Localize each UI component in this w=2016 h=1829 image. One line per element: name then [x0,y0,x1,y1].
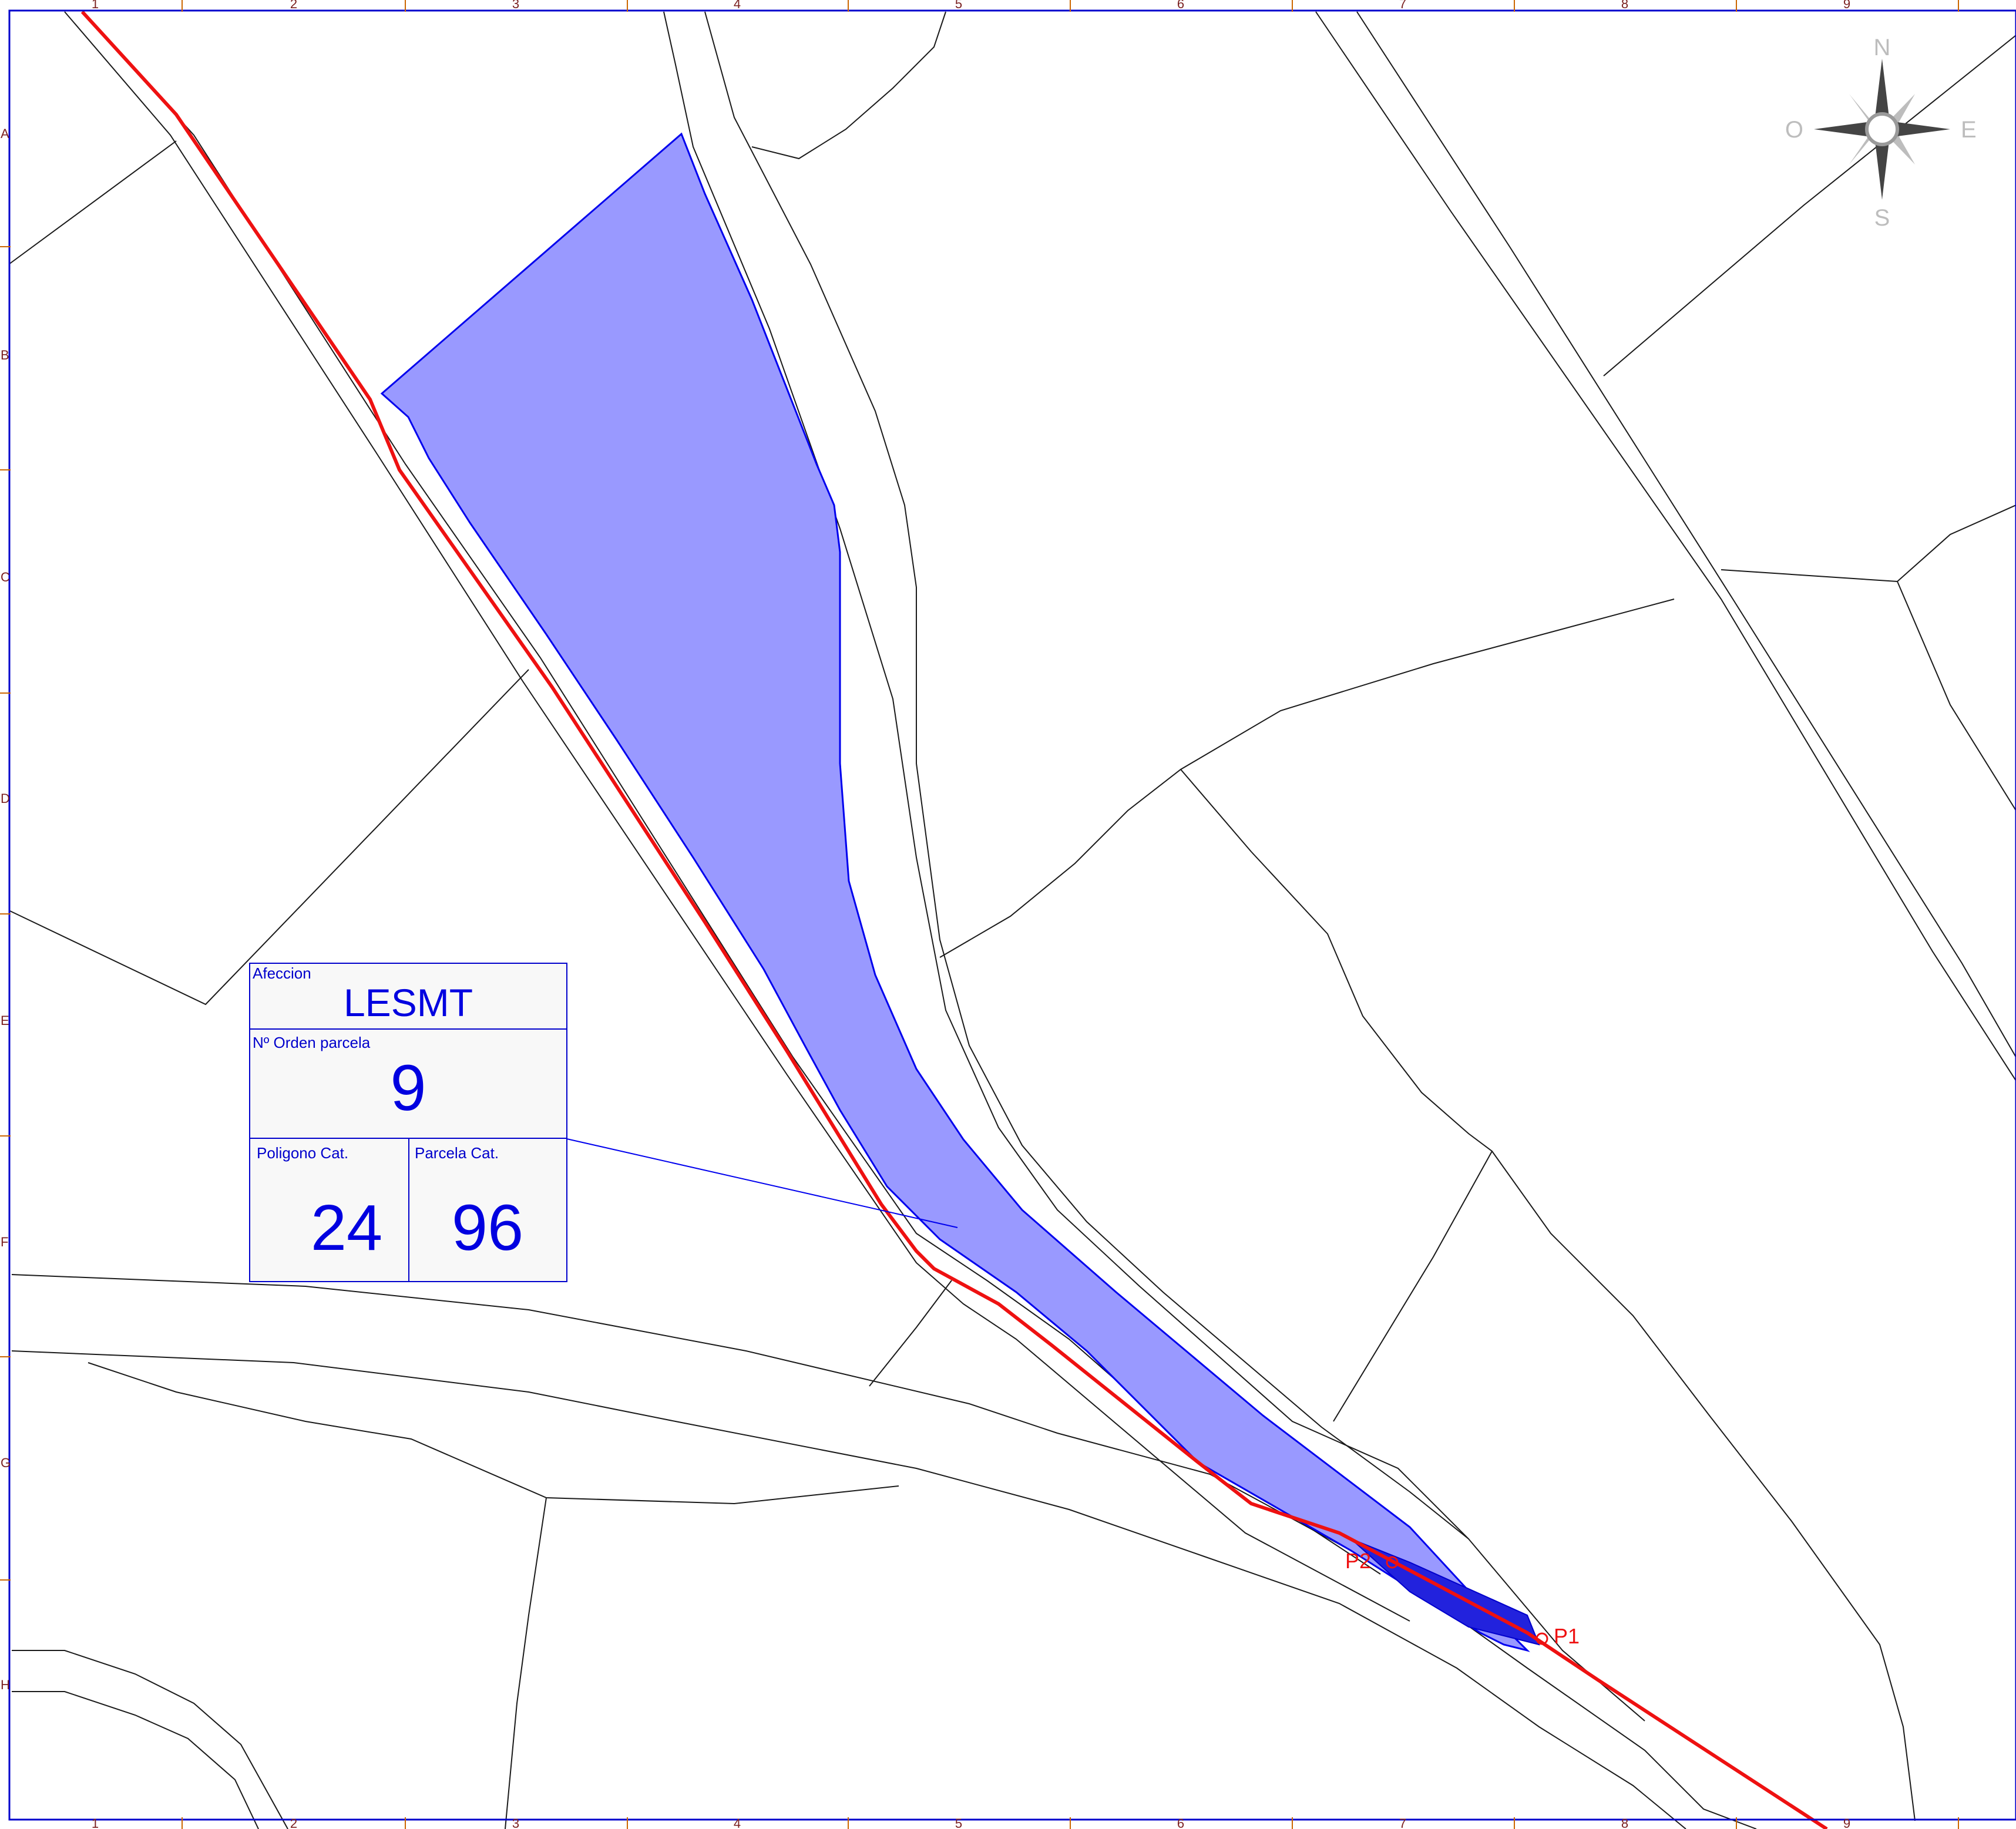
grid-column-label-bottom: 7 [1399,1816,1406,1829]
point-p2-label: P2 [1345,1549,1371,1573]
grid-row-label: G [1,1455,11,1470]
frame-border [8,9,2016,1821]
point-p2-marker [1386,1556,1399,1569]
orden-value: 9 [390,1052,426,1124]
grid-column-label-bottom: 6 [1177,1816,1184,1829]
grid-column-label-top: 4 [734,0,741,11]
affected-area-polygon[interactable] [380,132,1530,1652]
grid-row-label: D [1,791,10,806]
grid-column-label-bottom: 3 [512,1816,519,1829]
compass-west-point [1814,122,1867,136]
leader-line [566,1138,958,1228]
afeccion-label: Afeccion [253,964,311,982]
grid-column-label-bottom: 5 [955,1816,962,1829]
grid-row-label: C [1,570,10,584]
compass-rose: N S E O [1785,35,1977,231]
grid-row-label: H [1,1677,10,1692]
poligono-label: Poligono Cat. [257,1144,348,1162]
compass-east-point [1897,122,1950,136]
grid-column-label-bottom: 9 [1843,1816,1850,1829]
grid-row-label: A [1,126,9,141]
grid-column-label-top: 1 [92,0,99,11]
point-p2[interactable]: P2 [1345,1549,1399,1573]
parcel-boundaries [8,11,2016,1829]
compass-north-point [1875,59,1889,117]
afeccion-value: LESMT [344,981,473,1024]
compass-north-label: N [1874,35,1891,60]
grid-column-label-top: 6 [1177,0,1184,11]
poligono-value: 24 [311,1192,382,1264]
compass-south-point [1875,141,1889,200]
grid-column-label-top: 2 [290,0,297,11]
grid-row-label: E [1,1013,9,1028]
grid-column-label-bottom: 1 [92,1816,99,1829]
orden-label: Nº Orden parcela [253,1034,371,1051]
parcela-label: Parcela Cat. [415,1144,499,1162]
grid-column-label-bottom: 8 [1621,1816,1628,1829]
grid-column-label-top: 8 [1621,0,1628,11]
grid-column-label-bottom: 2 [290,1816,297,1829]
compass-west-label: O [1785,117,1803,143]
point-p1-marker [1535,1632,1548,1645]
compass-center [1865,112,1899,146]
grid-column-label-top: 3 [512,0,519,11]
grid-column-label-top: 7 [1399,0,1406,11]
grid-row-label: B [1,348,9,362]
parcel-info-box: Afeccion LESMT Nº Orden parcela 9 Poligo… [249,963,567,1282]
grid-column-label-top: 5 [955,0,962,11]
grid-column-label-bottom: 4 [734,1816,741,1829]
grid-column-label-top: 9 [1843,0,1850,11]
point-p1-label: P1 [1554,1624,1580,1648]
parcela-value: 96 [452,1192,523,1264]
point-p1[interactable]: P1 [1535,1624,1580,1648]
compass-east-label: E [1961,117,1977,143]
compass-south-label: S [1874,205,1890,231]
grid-row-label: F [1,1235,8,1249]
power-line-route [80,10,1828,1829]
